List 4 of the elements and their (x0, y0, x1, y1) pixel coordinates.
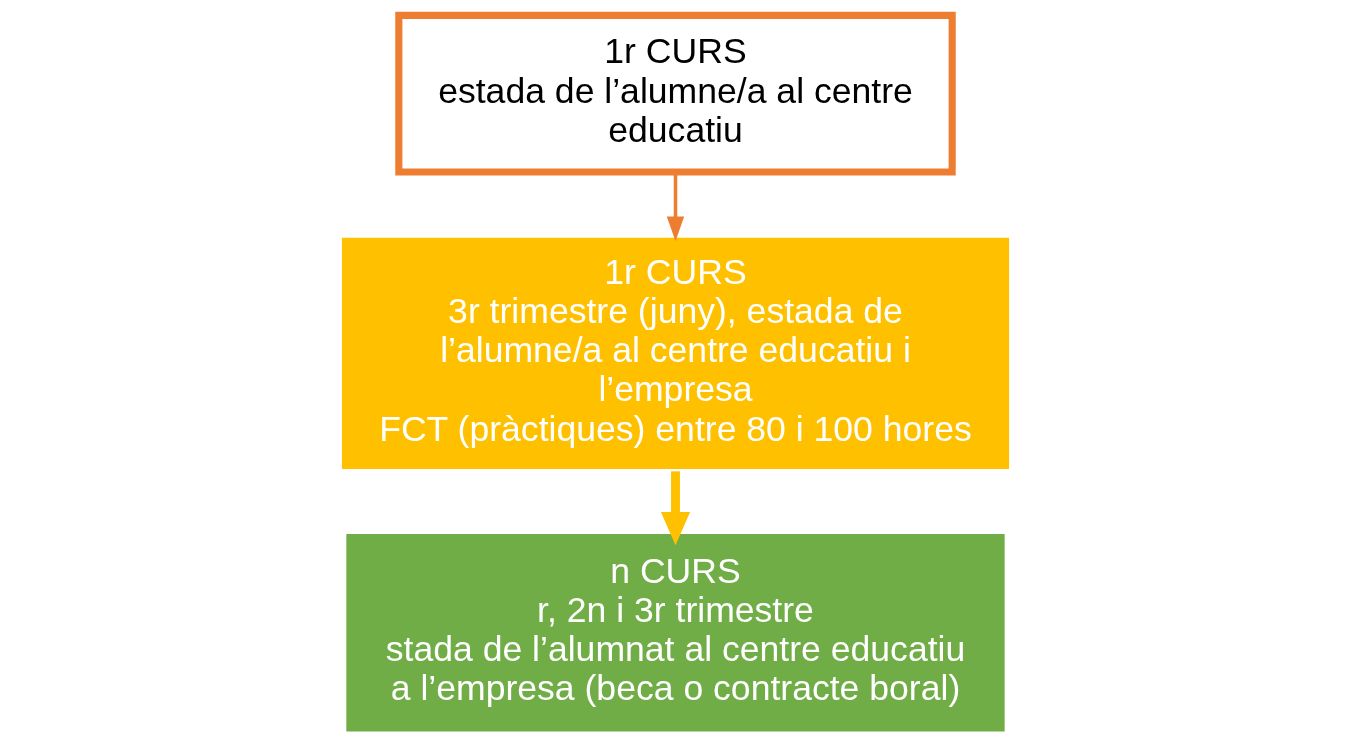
node-box: 1r CURS estada de l’alumne/a al centre educatiu (394, 11, 956, 176)
arrow (660, 471, 690, 546)
arrow (666, 172, 684, 242)
node-box: n CURS r, 2n i 3r trimestre stada de l’alumnat al centre educatiu a l’empresa (beca o contracte boral) (345, 534, 1005, 732)
